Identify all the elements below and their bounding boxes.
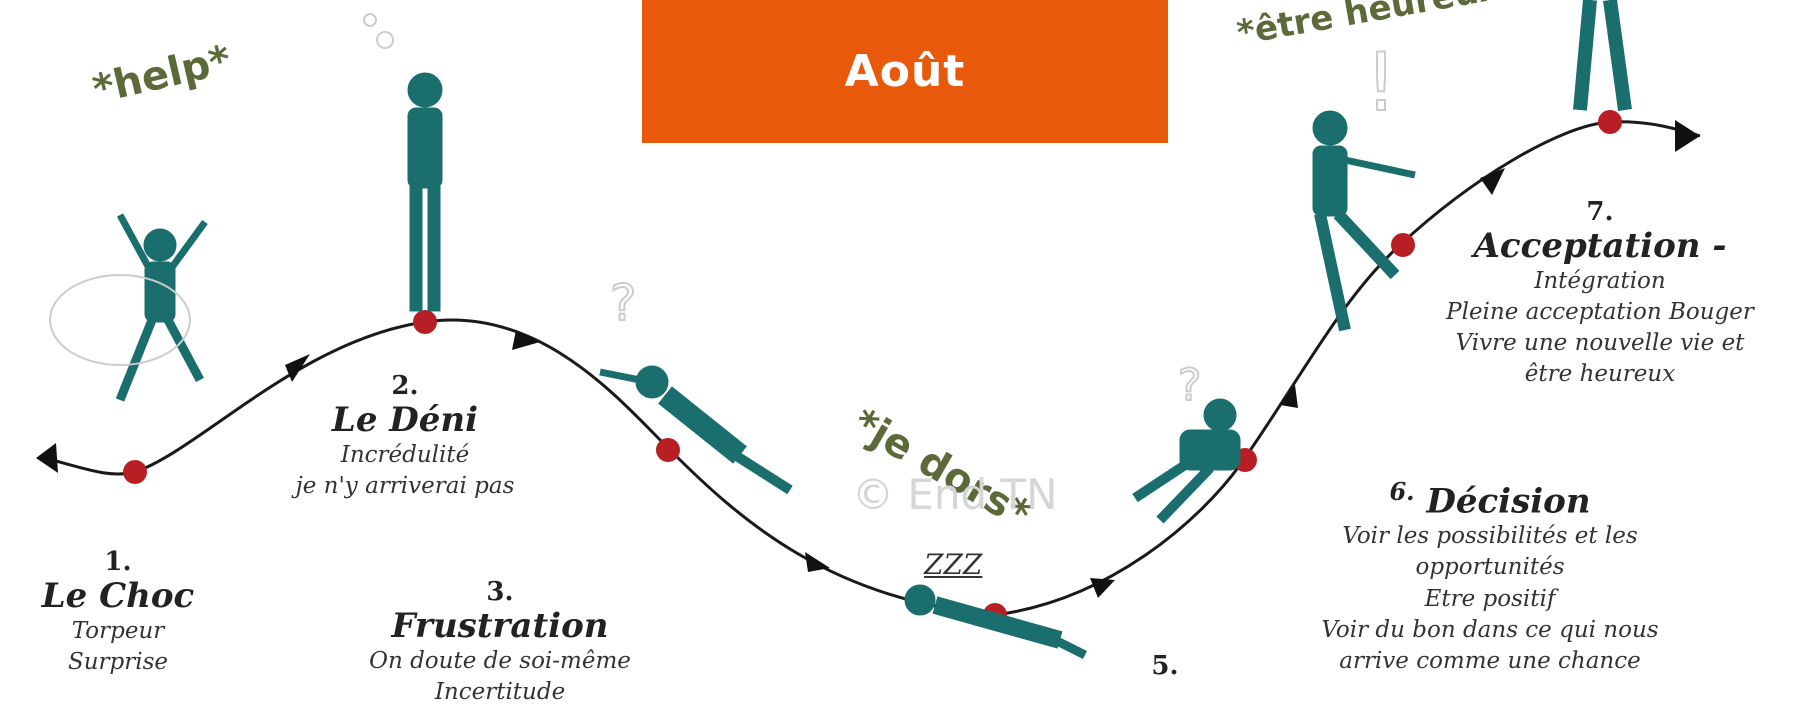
figure-denial-icon <box>363 13 443 312</box>
step-desc-line: Surprise <box>67 648 169 675</box>
svg-text:!: ! <box>1365 36 1397 129</box>
arrow-end-icon <box>1675 120 1700 152</box>
marker-dot <box>1391 233 1415 257</box>
marker-dot <box>123 460 147 484</box>
step-number: 6. <box>1389 477 1415 506</box>
step-desc-line: Voir les possibilités et les <box>1342 523 1638 550</box>
step-desc-line: Pleine acceptation Bouger <box>1446 298 1754 325</box>
step-name: 6. Décision <box>1270 478 1710 521</box>
step-desc-line: Etre positif <box>1424 585 1556 612</box>
arrow-mark-icon <box>1480 168 1505 195</box>
step-number: 3. <box>486 577 514 607</box>
step-desc-line: opportunités <box>1415 554 1565 581</box>
figure-acceptance-icon <box>1573 0 1632 111</box>
marker-dot <box>413 310 437 334</box>
page-title: Août <box>844 46 966 97</box>
step-6: 6. Décision Voir les possibilités et les… <box>1270 478 1710 677</box>
svg-text:?: ? <box>610 274 637 332</box>
step-desc-line: arrive comme une chance <box>1339 647 1641 674</box>
step-title: Décision <box>1426 481 1591 522</box>
arrow-mark-icon <box>1090 578 1115 598</box>
step-number: 1. <box>104 547 132 577</box>
step-2: 2. Le Déni Incrédulité je n'y arriverai … <box>245 372 565 502</box>
marker-dot <box>1598 110 1622 134</box>
step-5: 5. <box>1130 652 1200 681</box>
step-name: Le Déni <box>331 399 479 440</box>
arrow-mark-icon <box>1280 385 1298 408</box>
figure-climb-icon: ! <box>1312 35 1416 332</box>
step-desc-line: On doute de soi-même <box>369 647 631 674</box>
step-3: 3. Frustration On doute de soi-même Ince… <box>330 578 670 708</box>
step-name: Le Choc <box>41 575 195 616</box>
step-desc-line: être heureux <box>1524 360 1676 387</box>
figure-frustration-icon: ? <box>599 273 793 495</box>
marker-dot <box>656 438 680 462</box>
step-number: 2. <box>391 371 419 401</box>
svg-text:?: ? <box>1178 360 1201 411</box>
sleep-zzz: ZZZ <box>924 548 983 581</box>
watermark: © End TN <box>852 470 1058 519</box>
step-desc-line: Torpeur <box>71 617 165 644</box>
step-desc-line: je n'y arriverai pas <box>295 472 515 499</box>
step-desc-line: Vivre une nouvelle vie et <box>1455 329 1745 356</box>
arrow-mark-icon <box>805 552 830 572</box>
step-desc-line: Incertitude <box>434 678 566 705</box>
figure-decision-icon: ? <box>1132 359 1241 524</box>
arrow-mark-icon <box>285 354 310 382</box>
arrow-mark-icon <box>512 330 540 350</box>
step-name: Frustration <box>391 605 609 646</box>
step-desc-line: Intégration <box>1534 267 1666 294</box>
step-1: 1. Le Choc Torpeur Surprise <box>28 548 208 678</box>
step-number: 7. <box>1586 197 1614 227</box>
figure-sleep-icon <box>904 584 1088 660</box>
title-banner: Août <box>642 0 1168 143</box>
step-desc-line: Voir du bon dans ce qui nous <box>1321 616 1659 643</box>
figure-shock-icon <box>49 213 208 402</box>
step-name: Acceptation - <box>1473 225 1727 266</box>
step-number: 5. <box>1151 651 1179 681</box>
step-desc-line: Incrédulité <box>340 441 470 468</box>
step-7: 7. Acceptation - Intégration Pleine acce… <box>1410 198 1790 390</box>
arrow-start-icon <box>36 443 58 473</box>
